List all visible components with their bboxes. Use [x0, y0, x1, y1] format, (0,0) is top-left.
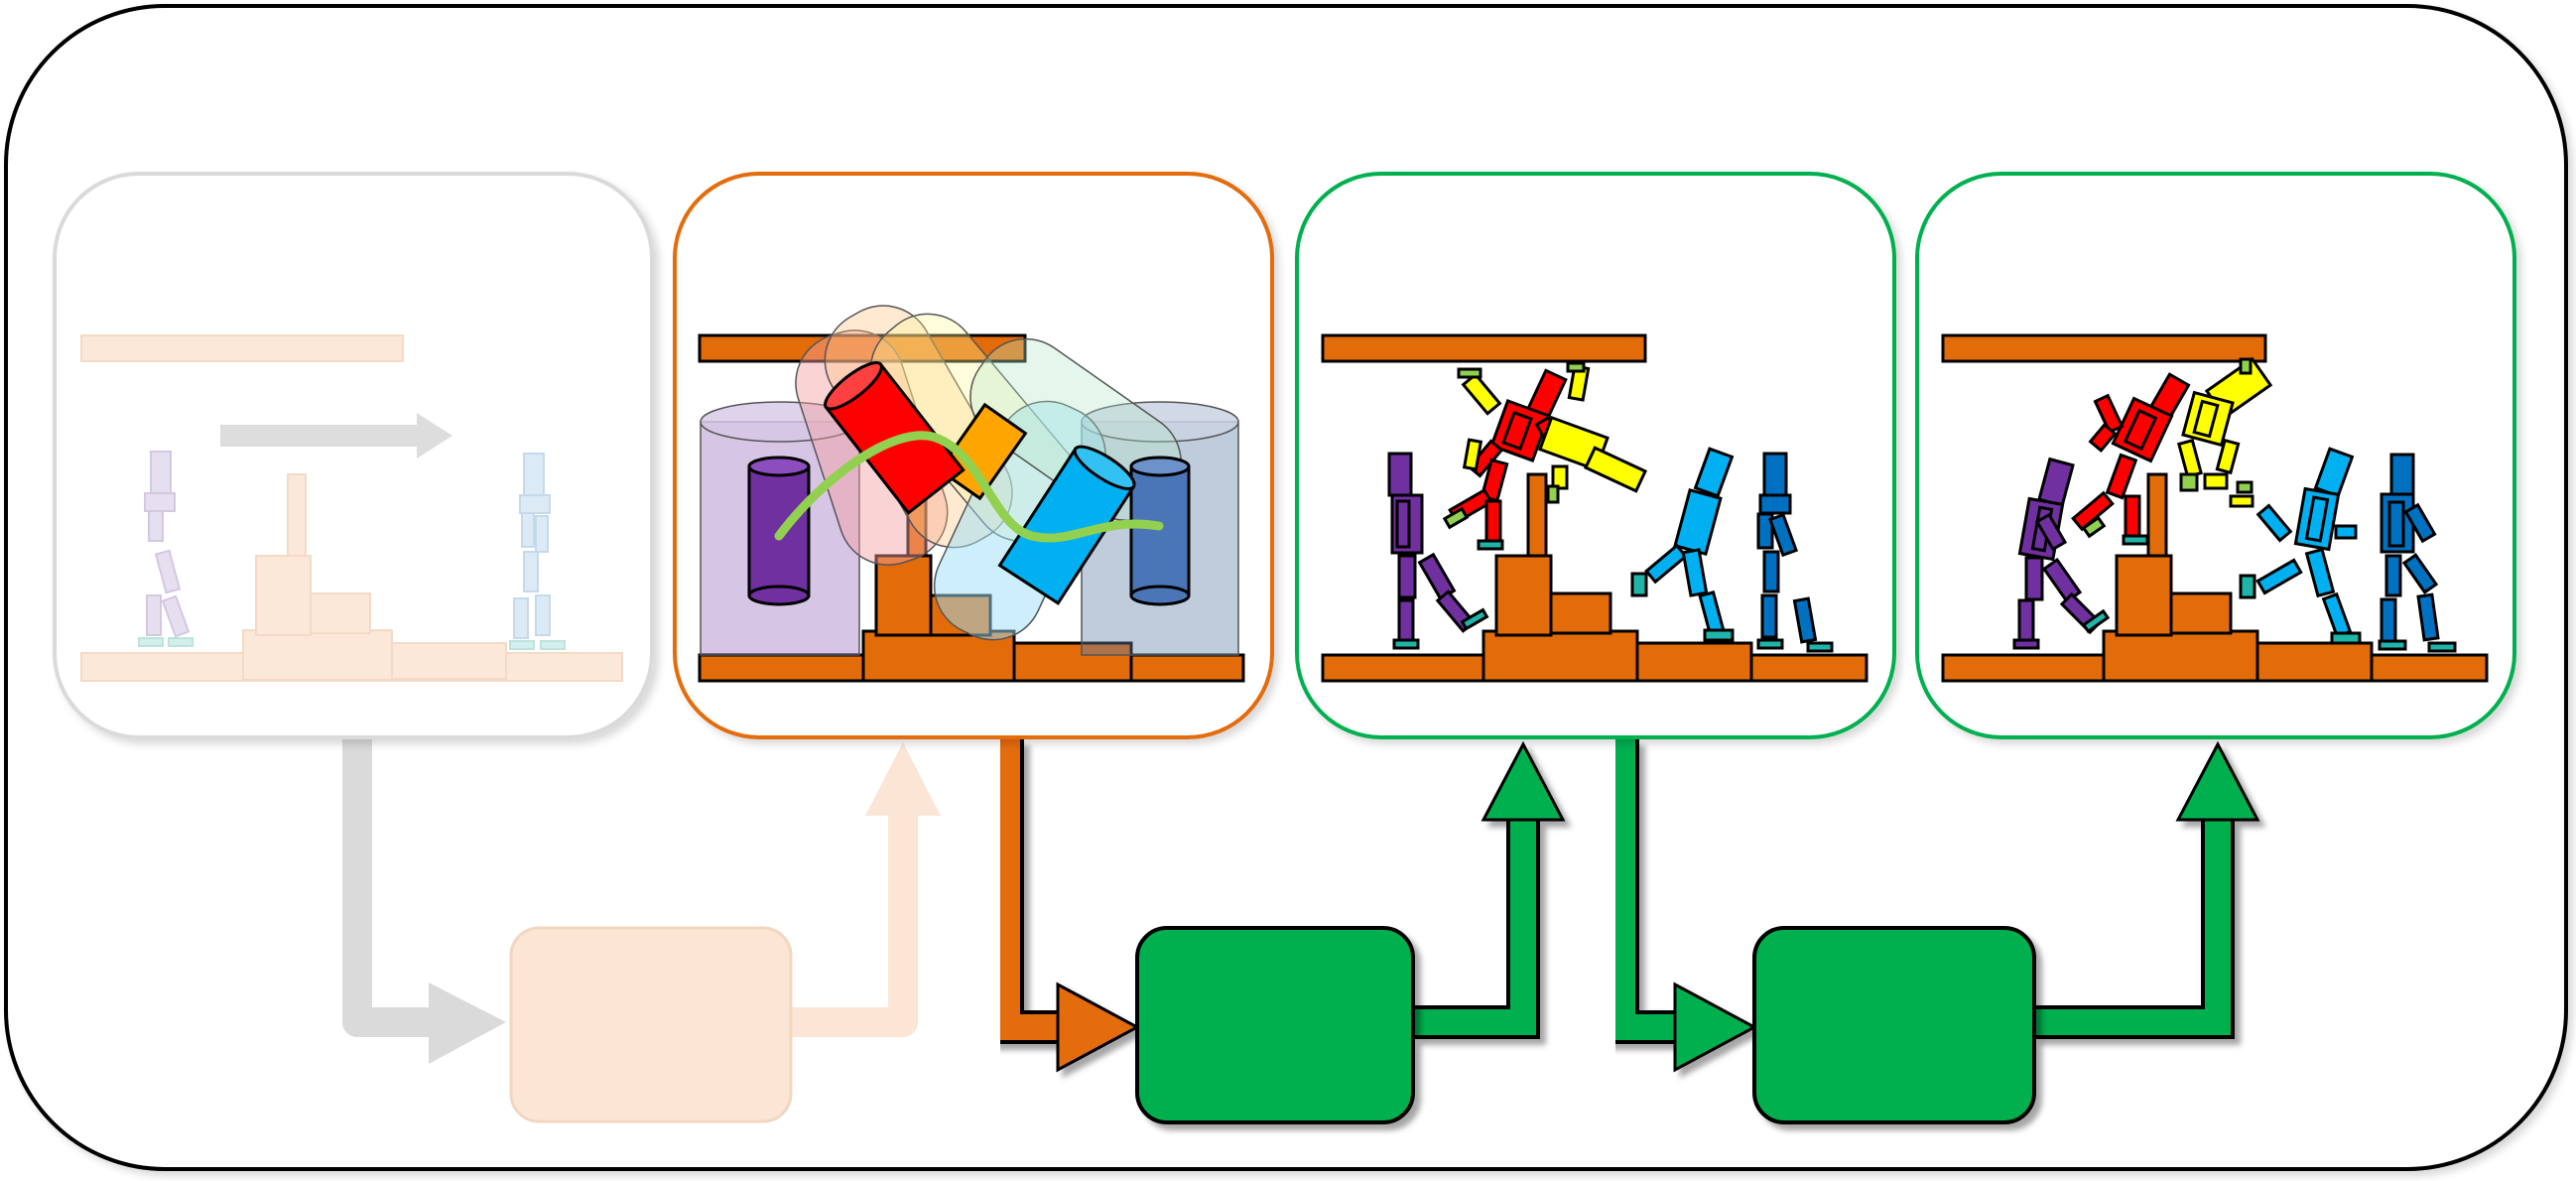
trajectory-curve-icon	[774, 431, 1164, 543]
arrow-stage3-to-block3	[1606, 739, 1758, 1073]
character-figure-icon	[1756, 452, 1834, 653]
character-figure-icon	[2071, 372, 2191, 546]
character-figure-icon	[2012, 457, 2111, 650]
character-figure-icon	[1630, 447, 1735, 642]
character-figure-icon	[2378, 453, 2457, 653]
stage-panel-refined-2	[1915, 172, 2516, 739]
arrow-block2-to-stage3	[1414, 740, 1566, 1039]
arrow-stage2-to-block2	[990, 739, 1141, 1073]
process-block-green-1	[1135, 926, 1415, 1124]
stage-panel-coarse-plan	[673, 172, 1274, 739]
stage-panel-refined-1	[1295, 172, 1896, 739]
character-figure-icon	[1387, 452, 1489, 650]
character-figure-icon	[2239, 447, 2362, 645]
move-arrow-icon	[220, 413, 452, 459]
arrow-block3-to-stage4	[2034, 740, 2260, 1039]
process-block-faded	[509, 926, 793, 1123]
stage-panel-initial	[53, 172, 654, 739]
process-block-green-2	[1752, 926, 2036, 1124]
character-figure-icon	[1457, 361, 1648, 504]
character-figure-icon	[2177, 356, 2273, 508]
walking-figure-icon	[138, 451, 193, 647]
cylinder-volume-icon	[747, 361, 1191, 606]
walking-figure-icon	[509, 453, 566, 650]
arrow-block1-to-stage2	[789, 742, 941, 1037]
arrow-stage1-to-block1	[342, 739, 506, 1064]
